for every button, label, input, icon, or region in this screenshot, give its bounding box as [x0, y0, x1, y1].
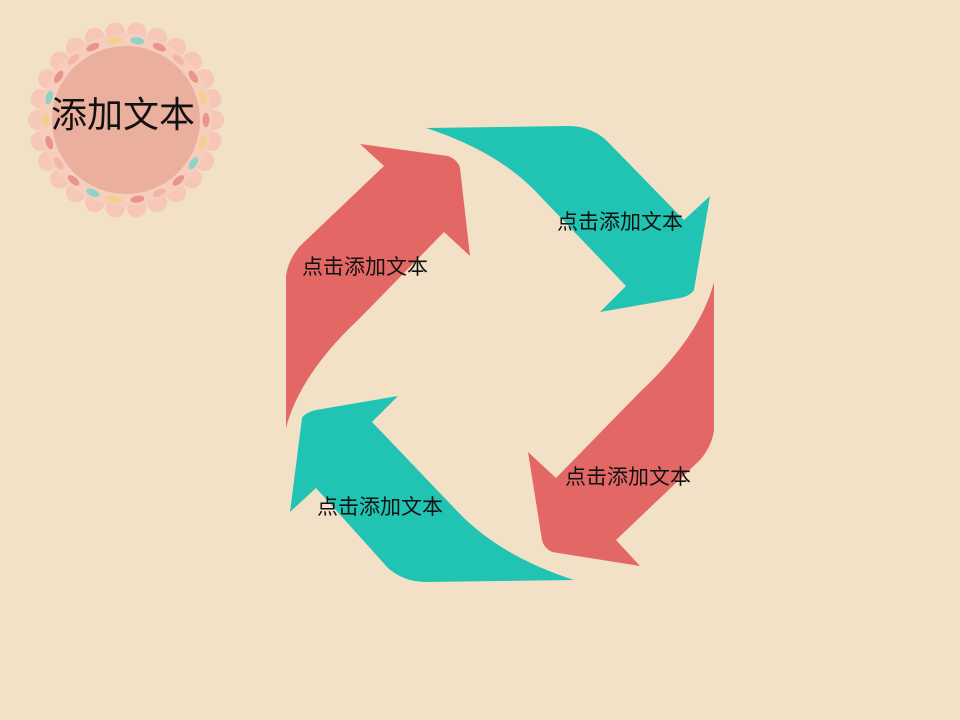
badge-petal — [42, 113, 50, 127]
badge-petal — [198, 135, 207, 150]
badge-petal — [86, 188, 100, 198]
title-badge — [28, 22, 224, 218]
badge-petal — [107, 37, 122, 45]
badge-petal — [188, 70, 199, 83]
cycle-label-left: 点击添加文本 — [302, 255, 428, 279]
badge-petal — [198, 90, 207, 105]
cycle-arrow-top-right — [426, 126, 710, 312]
badge-petal — [130, 37, 145, 45]
badge-petal — [45, 90, 54, 105]
badge-petal — [152, 42, 166, 52]
badge-petal — [172, 175, 185, 186]
badge-core — [52, 46, 200, 194]
badge-petal — [172, 54, 185, 65]
badge-petal — [67, 175, 80, 186]
badge-petal — [53, 70, 64, 83]
cycle-label-top-right: 点击添加文本 — [557, 210, 683, 234]
badge-petal — [86, 42, 100, 52]
badge-petal — [188, 157, 199, 170]
cycle-arrow-bottom-left — [290, 396, 574, 582]
cycle-arrow-left — [286, 144, 470, 428]
badge-petal — [45, 135, 54, 150]
badge-petal — [130, 195, 145, 203]
badge-petal — [107, 195, 122, 203]
badge-petal-ring — [42, 37, 210, 203]
badge-petal — [53, 157, 64, 170]
badge-petal — [202, 113, 210, 127]
cycle-label-right: 点击添加文本 — [565, 465, 691, 489]
cycle-label-bottom-left: 点击添加文本 — [317, 495, 443, 519]
badge-petal — [152, 188, 166, 198]
badge-petal — [67, 54, 80, 65]
badge-title: 添加文本 — [50, 95, 195, 136]
cycle-arrow-right — [528, 282, 714, 566]
